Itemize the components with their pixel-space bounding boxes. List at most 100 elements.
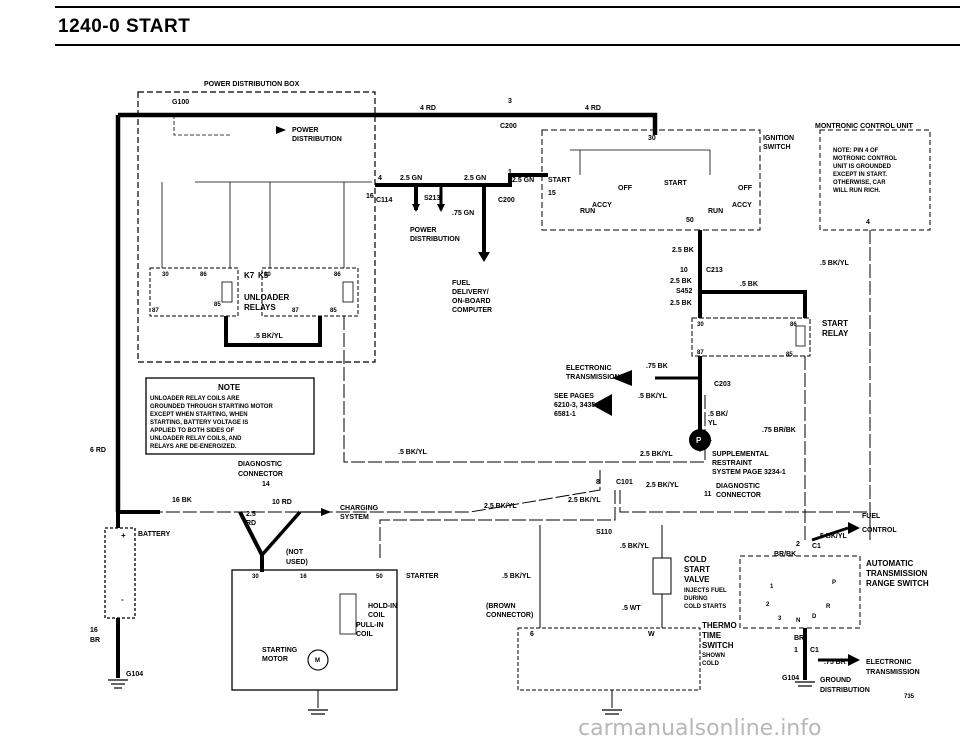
- label-thermo1: THERMO: [702, 621, 737, 630]
- label-sr86: 86: [790, 322, 797, 328]
- label-g104b: G104: [782, 675, 799, 682]
- label-starter: STARTER: [406, 573, 439, 580]
- label-br: BR: [90, 637, 100, 644]
- label-5bkyl-e: .5 BK/YL: [620, 543, 650, 550]
- label-battery: BATTERY: [138, 531, 171, 538]
- label-r86b: 86: [334, 272, 341, 278]
- label-fuel1: FUEL: [452, 280, 471, 287]
- label-c114: C114: [376, 197, 392, 204]
- label-25bk: 2.5 BK: [672, 247, 694, 254]
- note-line: GROUNDED THROUGH STARTING MOTOR: [150, 404, 273, 410]
- label-thermo4: SHOWN: [702, 653, 725, 659]
- page-number: 735: [904, 694, 915, 700]
- label-6rd: 6 RD: [90, 447, 106, 454]
- label-yl: YL: [708, 420, 718, 427]
- label-fuel3: ON-BOARD: [452, 298, 491, 305]
- label-run1: RUN: [580, 208, 595, 215]
- label-ground1: GROUND: [820, 677, 851, 684]
- label-c101-8: 8: [596, 479, 600, 486]
- label-cold6: COLD STARTS: [684, 604, 726, 610]
- power-distribution-box: [137, 91, 376, 363]
- label-montronic: MONTRONIC CONTROL UNIT: [815, 123, 914, 130]
- label-starting2: MOTOR: [262, 656, 288, 663]
- label-et4: TRANSMISSION: [866, 669, 920, 676]
- srs-p-symbol: P: [696, 436, 702, 445]
- label-thermo3: SWITCH: [702, 641, 734, 650]
- label-10rd: 10 RD: [272, 499, 292, 506]
- label-fuel2: DELIVERY/: [452, 289, 489, 296]
- label-run2: RUN: [708, 208, 723, 215]
- label-starting1: STARTING: [262, 647, 298, 654]
- label-srs3: SYSTEM PAGE 3234-1: [712, 469, 786, 476]
- label-et3: ELECTRONIC: [866, 659, 912, 666]
- label-cold4: INJECTS FUEL: [684, 588, 727, 594]
- watermark: carmanualsonline.info: [578, 716, 822, 741]
- header-rule-bottom: [55, 44, 960, 46]
- label-seepages2: 6210-3, 3435-0,: [554, 402, 603, 409]
- label-c200b: C200: [498, 197, 515, 204]
- label-pin4: 4: [866, 219, 870, 226]
- label-5bkyl-d: .5 BK/YL: [398, 449, 428, 456]
- label-16: 16: [90, 627, 98, 634]
- label-r86a: 86: [200, 272, 207, 278]
- gear-r: R: [826, 604, 831, 610]
- label-g100: G100: [172, 99, 189, 106]
- label-pdb: POWER DISTRIBUTION BOX: [204, 81, 300, 88]
- label-5bk: .5 BK: [740, 281, 758, 288]
- note-line: EXCEPT WHEN STARTING, WHEN: [150, 412, 248, 418]
- label-c213: C213: [706, 267, 723, 274]
- wire-4rd: [118, 112, 658, 135]
- label-brbk: BR/BK: [774, 551, 796, 558]
- label-charging2: SYSTEM: [340, 514, 369, 521]
- label-start2: START: [664, 180, 688, 187]
- label-switch: SWITCH: [763, 144, 791, 151]
- label-c114-4: 4: [378, 175, 382, 182]
- label-ground2: DISTRIBUTION: [820, 687, 870, 694]
- label-p50: 50: [686, 217, 694, 224]
- label-r30a: 30: [162, 272, 169, 278]
- label-16bk: 16 BK: [172, 497, 192, 504]
- label-seepages3: 6581-1: [554, 411, 576, 418]
- label-r30b: 30: [264, 272, 271, 278]
- label-25rd-a: 2.5: [246, 511, 256, 518]
- note-title: NOTE: [218, 383, 241, 392]
- label-br-2: BR: [794, 635, 804, 642]
- label-5bkyl-g: .5 BK/YL: [818, 533, 848, 540]
- label-diag4: CONNECTOR: [716, 492, 761, 499]
- label-fuel4: COMPUTER: [452, 307, 492, 314]
- label-5bkyl-f: .5 BK/YL: [502, 573, 532, 580]
- label-distribution: DISTRIBUTION: [292, 136, 342, 143]
- label-25bkyl-c: 2.5 BK/YL: [484, 503, 517, 510]
- label-notused2: USED): [286, 559, 308, 566]
- label-accy2: ACCY: [732, 202, 752, 209]
- label-p15: 15: [548, 190, 556, 197]
- label-diag2: CONNECTOR: [238, 471, 283, 478]
- label-g104a: G104: [126, 671, 143, 678]
- label-5bkyl: .5 BK/YL: [820, 260, 850, 267]
- label-c1-1: 1: [794, 647, 798, 654]
- label-relays: RELAYS: [244, 303, 276, 312]
- header-rule-top: [55, 6, 960, 8]
- label-c1-2: 2: [796, 541, 800, 548]
- label-c200: C200: [500, 123, 517, 130]
- label-5wt: .5 WT: [622, 605, 641, 612]
- label-c1b: C1: [810, 647, 819, 654]
- label-thermo5: COLD: [702, 661, 720, 667]
- label-seepages1: SEE PAGES: [554, 393, 594, 400]
- label-thermo2: TIME: [702, 631, 722, 640]
- gear-n: N: [796, 618, 800, 624]
- label-c203: C203: [714, 381, 731, 388]
- note-line: UNLOADER RELAY COILS, AND: [150, 436, 242, 442]
- label-c213-10: 10: [680, 267, 688, 274]
- label-25rd-b: RD: [246, 520, 256, 527]
- label-sr85: 85: [786, 352, 793, 358]
- label-s213: S213: [424, 195, 440, 202]
- label-st16: 16: [300, 574, 307, 580]
- label-distribution2: DISTRIBUTION: [410, 236, 460, 243]
- label-start: START: [548, 177, 572, 184]
- battery-plus: +: [121, 531, 126, 540]
- note-line: UNLOADER RELAY COILS ARE: [150, 396, 239, 402]
- label-75brbk: .75 BR/BK: [762, 427, 796, 434]
- label-ats3: RANGE SWITCH: [866, 579, 929, 588]
